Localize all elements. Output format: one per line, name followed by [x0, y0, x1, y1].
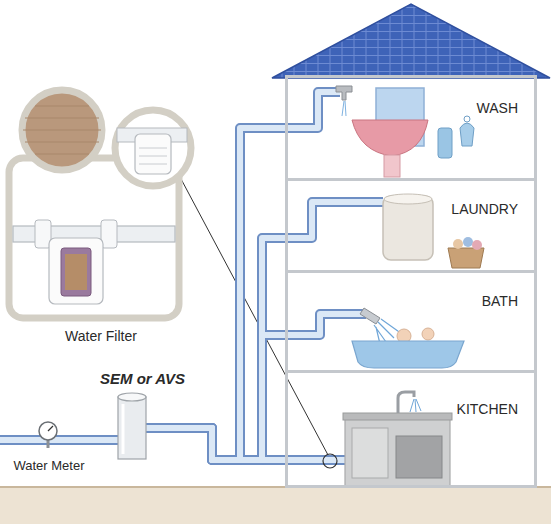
floor-room: KITCHEN [285, 370, 537, 488]
towel-hook [464, 116, 470, 122]
pipe-outline [90, 435, 95, 445]
pipe-outline [190, 128, 285, 460]
towel [460, 123, 474, 146]
node-label: KITCHEN [457, 401, 518, 417]
water-stream [342, 101, 346, 116]
mesh-texture [23, 106, 101, 154]
water-pipe [190, 128, 285, 460]
counter-top [343, 413, 452, 420]
wash-pipe [285, 92, 340, 128]
main-pipe [0, 437, 118, 443]
floor-room: WASH [285, 75, 537, 181]
wash-pipe [285, 92, 340, 128]
water-pipe [90, 437, 95, 443]
sink-pedestal [384, 155, 400, 177]
filter-cartridge [61, 248, 91, 296]
filter-mesh [65, 254, 87, 290]
zoom-housing [135, 134, 171, 174]
water-spray [410, 399, 421, 412]
meter-needle [48, 426, 53, 431]
valve-highlight [122, 404, 125, 454]
valve-top [118, 393, 146, 401]
node-label: BATH [482, 293, 518, 309]
main-pipe [0, 435, 118, 445]
laundry-ball [453, 239, 463, 249]
water-heater [383, 196, 433, 260]
housing-zoom [115, 110, 191, 186]
valve-cylinder [118, 397, 146, 459]
housing-ribs [139, 148, 167, 164]
laundry-pipe [285, 202, 383, 238]
node-label: LAUNDRY [451, 201, 518, 217]
filter-housing [49, 238, 103, 304]
filter-inset: Water Filter [5, 88, 197, 346]
faucet [336, 86, 352, 100]
leader-line [172, 162, 328, 455]
laundry-ball [463, 237, 473, 247]
floor-room: BATH [285, 270, 537, 373]
shower-head [360, 308, 380, 324]
shower-spray [374, 319, 402, 344]
node-label: WASH [477, 100, 518, 116]
kitchen-cabinet [345, 418, 450, 486]
meter-dial [39, 422, 57, 440]
floor-room: LAUNDRY [285, 178, 537, 273]
mesh-zoom [22, 90, 102, 170]
heater-top [384, 194, 432, 204]
meter-stem [47, 440, 50, 448]
water-meter: Water Meter [8, 428, 90, 474]
bath-pipe [285, 314, 366, 335]
laundry-pipe [285, 202, 383, 238]
node-label: Water Meter [8, 459, 90, 474]
pipe-stub [146, 425, 190, 431]
bath-pipe [285, 314, 366, 335]
kitchen-faucet [398, 392, 414, 413]
bathtub [352, 341, 464, 368]
filter-location-mark [323, 454, 337, 468]
laundry-ball [472, 240, 482, 250]
node-label: SEM or AVS [95, 370, 190, 387]
bather-head [422, 328, 434, 340]
ground [0, 487, 551, 524]
filter-outline [5, 88, 197, 346]
bottle [438, 128, 452, 158]
sink-basin [352, 120, 428, 156]
oven-door [396, 436, 442, 478]
node-label: Water Filter [5, 328, 197, 344]
cabinet-door [352, 428, 388, 478]
roof [272, 4, 550, 78]
valve-unit: SEM or AVS [95, 368, 190, 462]
pipe-stub [146, 423, 190, 433]
basket [448, 248, 484, 268]
